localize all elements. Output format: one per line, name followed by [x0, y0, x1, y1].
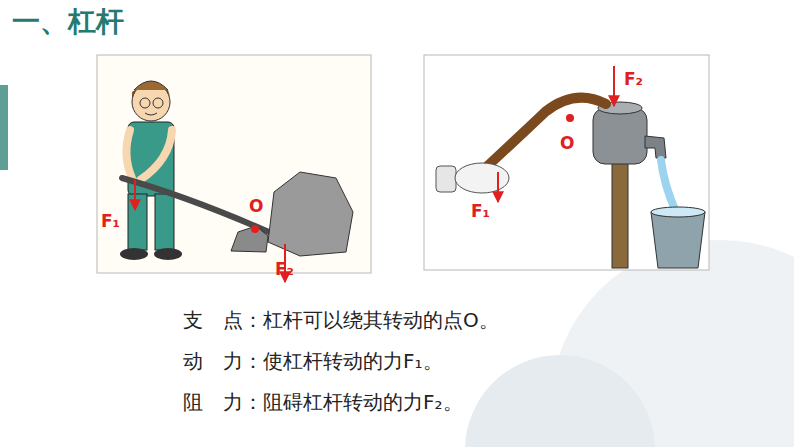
water: [661, 160, 676, 212]
hair: [134, 81, 168, 90]
shoe: [154, 248, 182, 260]
fulcrum-label: O: [249, 197, 263, 217]
picture-frame: [97, 55, 371, 273]
spout: [645, 136, 666, 158]
definition-text: 阻 力：阻碍杠杆转动的力F₂。: [183, 391, 463, 414]
arm: [140, 130, 172, 180]
bucket: [651, 212, 705, 268]
force-arrow: [613, 66, 615, 106]
hand: [455, 163, 509, 193]
pump-post: [612, 160, 628, 268]
glasses: [140, 98, 150, 108]
force-label: F₁: [471, 202, 490, 222]
cuff: [436, 166, 456, 192]
mouth: [145, 113, 157, 115]
shoe: [120, 248, 148, 260]
force-label: F₂: [275, 260, 294, 280]
definition-text: 支 点：杠杆可以绕其转动的点O。: [183, 309, 499, 332]
definition-text: 动 力：使杠杆转动的力F₁。: [183, 350, 443, 373]
force-arrow: [134, 180, 136, 210]
arm: [126, 130, 132, 178]
force-arrow: [497, 172, 499, 202]
bucket-water: [651, 207, 705, 217]
force-label: F₂: [624, 70, 643, 90]
background-circle: [465, 355, 655, 447]
pump-body: [593, 108, 647, 164]
fulcrum-dot: [566, 114, 574, 122]
accent-bar: [0, 85, 8, 170]
big-rock: [268, 172, 353, 256]
leg: [128, 194, 147, 250]
glasses: [153, 98, 163, 108]
slide-title: 一、杠杆: [12, 6, 124, 38]
force-label: F₁: [101, 212, 120, 232]
fulcrum-dot: [251, 225, 259, 233]
picture-frame: [424, 55, 709, 270]
small-stone: [231, 226, 268, 252]
fulcrum-label: O: [560, 134, 574, 154]
leg: [155, 194, 174, 250]
